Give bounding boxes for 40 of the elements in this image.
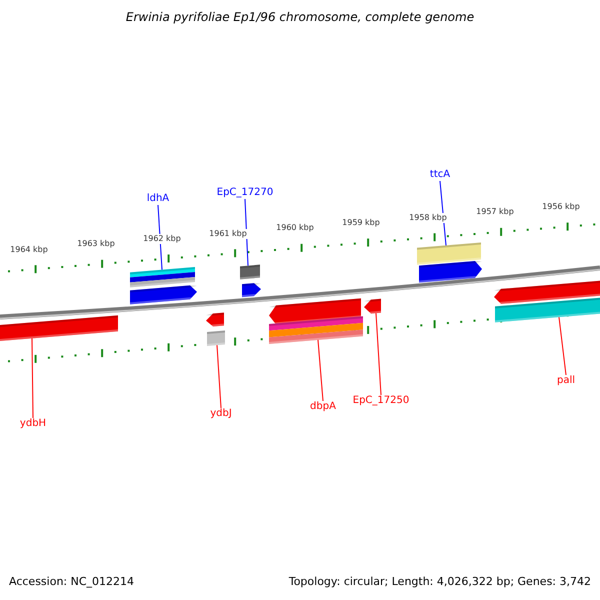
gene-bar [417,242,481,265]
gene-bar [240,264,260,280]
gene-label: EpC_17270 [216,187,274,199]
gene-label: pall [556,375,576,387]
gene-block [130,285,197,304]
gene-bar [495,298,600,322]
gene-block [419,261,482,283]
gene-label: dbpA [310,401,336,413]
scale-label: 1962 kbp [142,234,182,244]
diagram-title: Erwinia pyrifoliae Ep1/96 chromosome, complete genome [124,10,476,24]
scale-label: 1959 kbp [341,218,381,228]
scale-label: 1958 kbp [408,212,448,223]
scale-label: 1961 kbp [208,228,248,239]
gene-block [494,280,600,304]
leader-line [558,316,566,376]
scale-label: 1957 kbp [475,207,515,218]
scale-label: 1956 kbp [541,202,581,212]
scale-label: 1960 kbp [275,223,315,234]
gene-bar [0,315,118,341]
gene-block [242,283,261,298]
gene-label: ttcA [430,169,450,181]
gene-label: ydbJ [210,408,232,420]
gene-label: EpC_17250 [352,395,410,407]
footer-note: Accession: NC_012214 [9,575,134,588]
gene-bar [130,267,195,288]
gene-block [364,298,381,314]
gene-bar [269,316,363,344]
footer-note: Topology: circular; Length: 4,026,322 bp; Genes: 3,742 [288,575,591,588]
leader-line [32,338,34,418]
scale-label: 1964 kbp [9,244,49,255]
leader-line [376,312,382,396]
leader-line [244,198,248,266]
scale-label: 1963 kbp [76,239,116,250]
gene-block [206,312,224,327]
leader-line [318,339,324,402]
gene-bar [207,330,225,346]
gene-block [269,298,361,324]
leader-line [216,344,222,408]
gene-label: ldhA [146,193,170,205]
gene-label: ydbH [20,418,46,430]
